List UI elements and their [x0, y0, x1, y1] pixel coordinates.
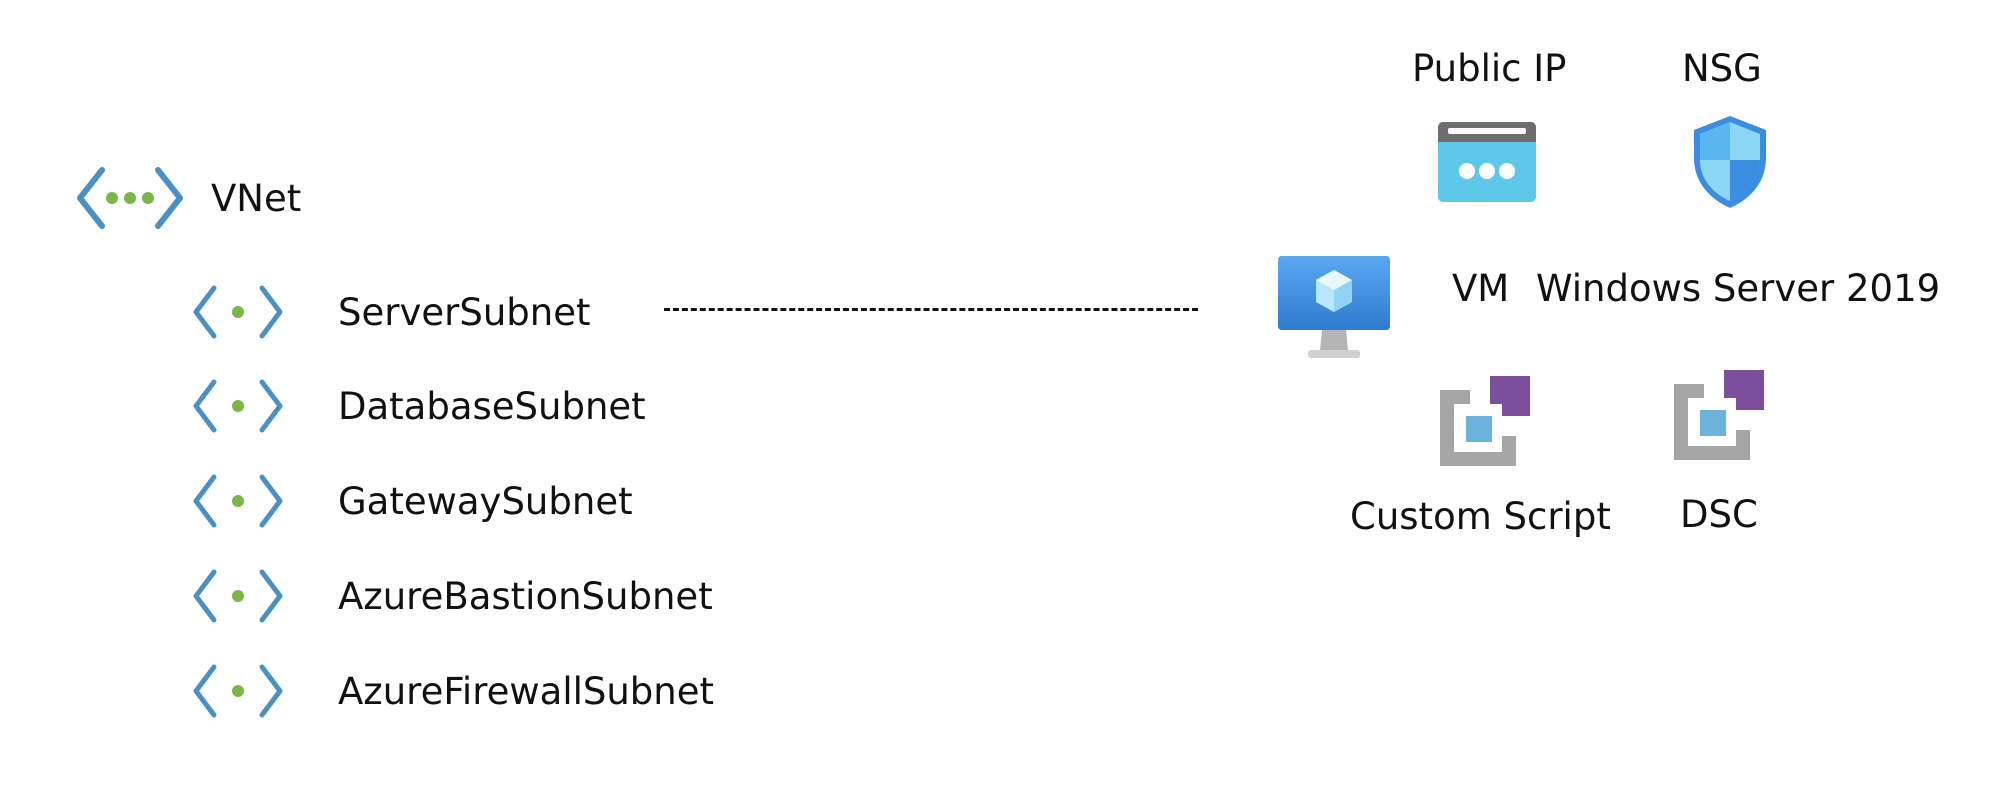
vnet-icon: [77, 167, 183, 229]
virtual-machine-icon: [1278, 256, 1390, 358]
vm-os-label: Windows Server 2019: [1536, 267, 1941, 310]
subnet-icon: [192, 284, 284, 340]
subnet-label-gateway: GatewaySubnet: [338, 480, 633, 523]
vnet-node: [76, 166, 184, 230]
public-ip-label: Public IP: [1412, 47, 1567, 90]
subnet-label-bastion: AzureBastionSubnet: [338, 575, 713, 618]
shield-icon: [1694, 116, 1766, 208]
public-ip-node: [1438, 122, 1536, 202]
nsg-label: NSG: [1682, 47, 1762, 90]
custom-script-label: Custom Script: [1350, 495, 1611, 538]
vm-node: [1278, 256, 1390, 360]
subnet-icon: [192, 568, 284, 624]
dsc-label: DSC: [1680, 493, 1758, 536]
dsc-node: [1674, 370, 1764, 460]
subnet-label-server: ServerSubnet: [338, 291, 591, 334]
nsg-node: [1690, 114, 1770, 210]
subnet-icon: [192, 663, 284, 719]
public-ip-icon: [1438, 122, 1536, 202]
vnet-label: VNet: [211, 177, 302, 220]
subnet-icon: [192, 378, 284, 434]
subnet-label-firewall: AzureFirewallSubnet: [338, 670, 715, 713]
vm-label: VM: [1452, 267, 1510, 310]
subnet-icon: [192, 473, 284, 529]
custom-script-node: [1440, 376, 1530, 466]
subnet-label-database: DatabaseSubnet: [338, 385, 646, 428]
vm-extension-icon: [1440, 376, 1530, 466]
connector-dashed-line: [664, 308, 1198, 311]
vm-extension-icon: [1674, 370, 1764, 460]
